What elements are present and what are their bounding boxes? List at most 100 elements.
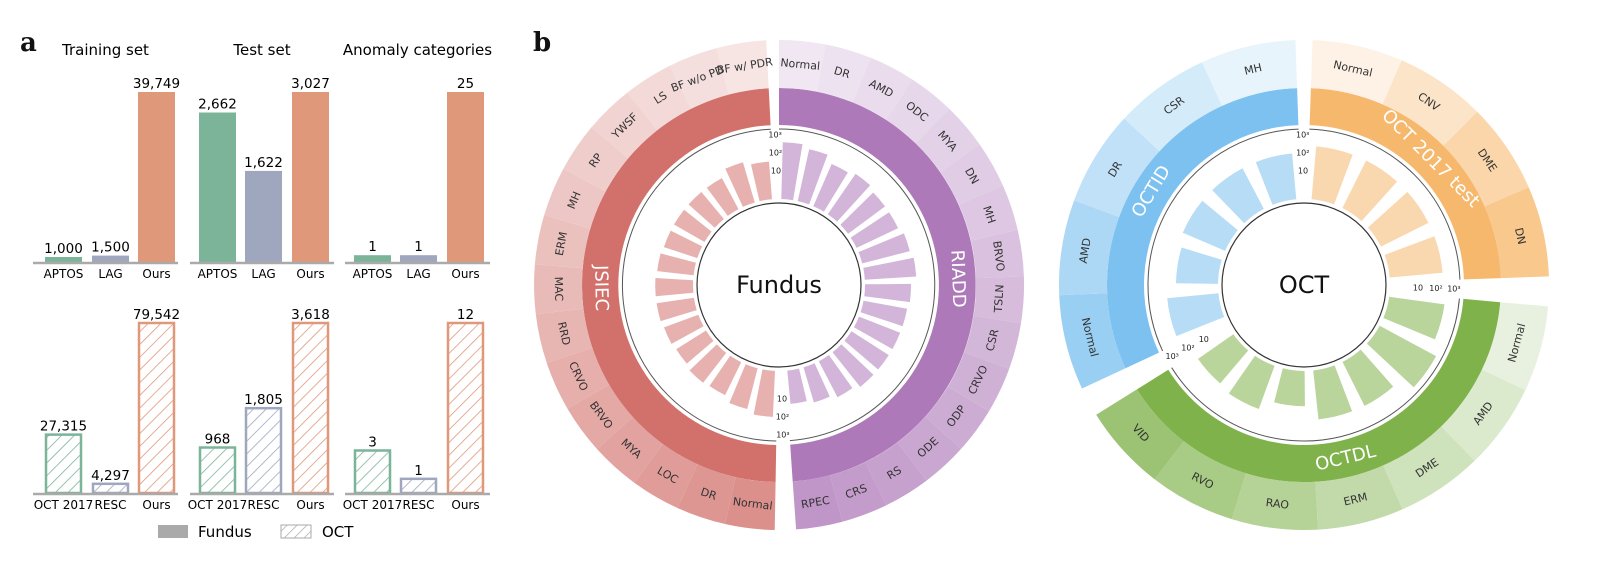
category-label: DN [1512,227,1528,246]
dataset-name-label: JSIEC [590,264,612,311]
bar-category-label: APTOS [353,267,393,281]
dataset-ring [1309,88,1501,280]
scale-arc [621,128,777,442]
dataset-jsiec: NormalDRLOCMYABRVOCRVORRDMACERMMHRPYWSFL… [534,40,777,530]
data-bar-normal [1383,296,1445,340]
tick-label: 10² [1429,284,1442,293]
bar-value-label: 79,542 [133,307,180,323]
scale-arc [1147,128,1299,352]
tick-label: 10² [769,149,782,158]
category-segment-odp [925,386,989,449]
category-segment-bf-w-pdr [716,40,769,95]
bar-category-label: RESC [248,498,280,512]
tick-label: 10 [771,167,781,176]
data-bar-tsln [864,283,912,303]
bar-category-label: OCT 2017 [34,498,94,512]
bar-category-label: OCT 2017 [188,498,248,512]
center-label: Fundus [736,271,822,299]
category-segment-loc [634,444,698,508]
category-label: Normal [732,495,773,513]
center-circle [696,202,862,368]
tick-label: 10³ [1447,284,1460,293]
data-bar-dme [1342,349,1394,406]
data-bar-crvo [664,314,704,344]
bar-value-label: 1 [368,239,377,255]
bar-category-label: RESC [95,498,127,512]
bar-value-label: 3,618 [291,307,330,323]
category-label: MAC [552,277,565,302]
bar-aptos [354,255,391,262]
category-label: AMD [1077,237,1094,264]
category-segment-tsln [973,276,1025,324]
category-segment-vid [1096,389,1184,480]
category-segment-amd [852,57,913,120]
category-segment-crs [830,462,887,522]
data-bar-mya [840,192,886,234]
category-label: MH [980,204,998,225]
data-bar-mya [689,344,727,383]
bar-ours [292,92,329,262]
category-label: ERM [553,231,570,257]
category-label: RRD [555,321,573,347]
legend-oct-label: OCT [322,523,354,541]
bar-value-label: 39,749 [133,76,180,92]
data-bar-odc [827,173,871,222]
panel-a-letter: a [20,28,37,58]
category-label: DR [699,485,719,503]
bar-value-label: 3 [368,435,377,451]
bar-category-label: Ours [451,267,479,281]
data-bar-amd [1366,325,1437,388]
data-bar-crvo [853,316,901,350]
data-bar-brvo [676,330,714,364]
category-segment-rs [865,442,927,506]
bar-category-label: Ours [296,267,324,281]
data-bar-mh [663,230,703,259]
category-label: TSLN [992,284,1007,314]
data-bar-csr [860,300,908,327]
tick-label: 10² [1296,149,1309,158]
bar-lag [92,255,129,262]
data-bar-rrd [656,297,697,322]
bar-category-label: APTOS [44,267,84,281]
data-bar-normal [1167,293,1225,337]
bar-category-label: LAG [406,267,430,281]
data-bar-dn [1384,236,1443,278]
tick-label: 10² [776,413,789,422]
category-segment-mh [959,185,1018,241]
category-segment-odc [886,79,950,144]
bar-value-label: 1,500 [91,240,130,256]
bar-value-label: 1,622 [244,155,283,171]
category-segment-bf-w-o-pdr [669,48,729,109]
bar-category-label: APTOS [198,267,238,281]
category-segment-normal [1059,293,1126,389]
category-segment-mya [915,108,980,172]
category-segment-crvo [546,347,609,409]
category-segment-erm [1315,465,1403,530]
data-bar-cnv [1342,160,1398,222]
data-bar-erm [1313,365,1353,420]
bar-ours [138,92,175,262]
category-segment-dr [677,464,736,524]
scale-ticks: 10 10² 10³ [1413,284,1461,294]
category-segment-dr [816,44,871,103]
data-bar-amd [1176,247,1222,284]
bar-aptos [45,257,82,262]
category-segment-normal [1481,302,1549,391]
category-segment-normal [1310,40,1402,105]
category-segment-crvo [947,352,1010,412]
category-segment-amd [1058,200,1120,296]
bar-value-label: 3,027 [291,76,330,92]
tick-label: 10² [1181,344,1194,353]
panel-b-letter: b [533,28,552,58]
bar-ours [447,92,484,262]
tick-label: 10 [1413,284,1423,293]
bar-value-label: 1,805 [244,392,283,408]
data-bar-rp [674,209,712,242]
category-segment-mya [597,417,663,483]
